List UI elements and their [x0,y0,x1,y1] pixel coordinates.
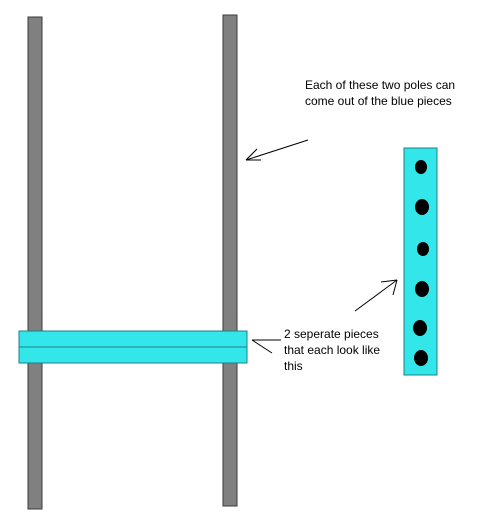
arrow-to-right-pole [245,139,309,161]
hole-3 [417,242,429,256]
arrow-to-vertical-piece [354,279,398,312]
vertical-piece-body [403,147,438,376]
poles-annotation: Each of these two poles can come out of … [305,78,456,108]
hole-2 [415,199,429,215]
left-pole [27,16,43,510]
horizontal-blue-piece [18,330,248,364]
hole-5 [413,320,427,336]
vertical-blue-piece [403,147,438,376]
hole-6 [414,350,428,366]
arrow-to-horizontal-piece [251,339,281,354]
hole-1 [415,160,427,174]
hole-4 [415,281,429,297]
right-pole [222,14,238,507]
pieces-annotation: 2 seperate pieces that each look like th… [284,327,381,373]
